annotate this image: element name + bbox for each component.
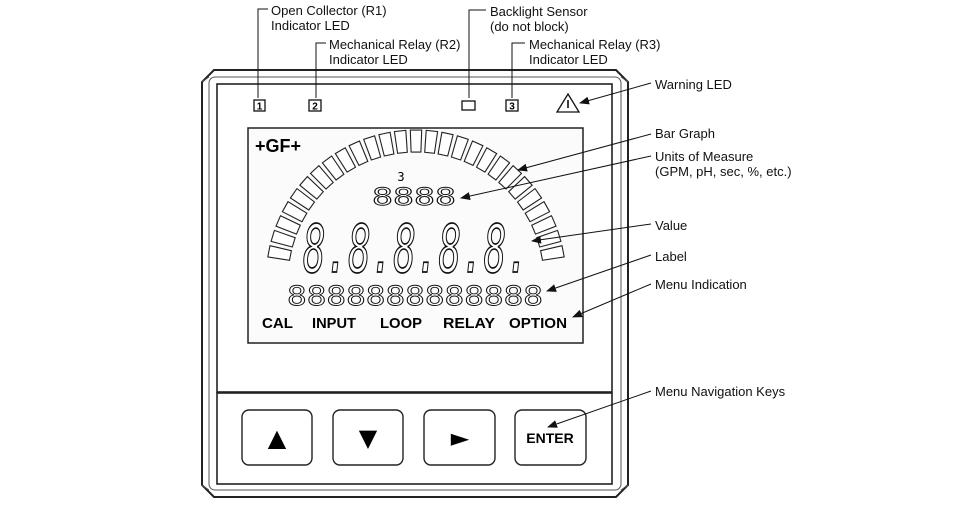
callout-bar-graph: Bar Graph bbox=[655, 126, 715, 141]
enter-label: ENTER bbox=[526, 430, 573, 446]
callout-warning-line1: Warning LED bbox=[655, 77, 732, 92]
bar-graph bbox=[267, 129, 565, 261]
bar-graph-segment bbox=[475, 147, 498, 173]
callout-relay-r3-line2: Indicator LED bbox=[529, 52, 608, 67]
bar-graph-segment bbox=[309, 164, 334, 190]
leader-backlight bbox=[468, 9, 486, 98]
units-digits: 8888 bbox=[372, 183, 456, 211]
callout-units-line1: Units of Measure bbox=[655, 149, 754, 164]
leader-warning bbox=[579, 82, 652, 105]
callout-open-collector: Open Collector (R1) Indicator LED bbox=[271, 3, 387, 33]
enter-key[interactable] bbox=[514, 409, 587, 466]
units-superscript: 3 bbox=[397, 170, 404, 184]
menu-relay: RELAY bbox=[443, 315, 495, 332]
bar-graph-segment bbox=[507, 175, 533, 200]
bar-graph-segment bbox=[270, 229, 296, 248]
leader-relay-r3 bbox=[511, 42, 525, 98]
callout-menu-keys-line1: Menu Navigation Keys bbox=[655, 384, 786, 399]
menu-loop: LOOP bbox=[380, 315, 422, 332]
up-arrow-icon: ▲ bbox=[268, 424, 287, 452]
right-key[interactable] bbox=[423, 409, 496, 466]
callout-menu-indication-line1: Menu Indication bbox=[655, 277, 747, 292]
menu-input: INPUT bbox=[312, 315, 356, 332]
leader-relay-r2 bbox=[315, 42, 326, 98]
label-digits: 8888888888888 bbox=[287, 281, 543, 312]
callout-value-line1: Value bbox=[655, 218, 688, 233]
warning-led-icon bbox=[555, 92, 581, 113]
callout-relay-r2-line1: Mechanical Relay (R2) bbox=[329, 37, 461, 52]
bar-graph-segment bbox=[334, 147, 357, 173]
menu-option: OPTION bbox=[509, 315, 567, 332]
bar-graph-segment bbox=[437, 131, 454, 157]
bar-graph-segment bbox=[393, 129, 408, 154]
bar-graph-segment bbox=[498, 164, 523, 190]
callout-warning: Warning LED bbox=[655, 77, 732, 92]
leader-lines bbox=[257, 8, 652, 428]
bar-graph-segment bbox=[487, 155, 511, 181]
led-r2-label: 2 bbox=[312, 102, 318, 113]
callout-backlight-line1: Backlight Sensor bbox=[490, 4, 588, 19]
callout-backlight: Backlight Sensor (do not block) bbox=[490, 4, 588, 34]
leader-open-collector bbox=[257, 8, 268, 98]
callout-menu-indication: Menu Indication bbox=[655, 277, 747, 292]
menu-cal: CAL bbox=[262, 315, 293, 332]
value-digits: 8.8.8.8.8. bbox=[303, 211, 529, 288]
callout-value: Value bbox=[655, 218, 687, 233]
led-r3: 3 bbox=[505, 99, 519, 113]
callout-relay-r3: Mechanical Relay (R3) Indicator LED bbox=[529, 37, 661, 67]
callout-units: Units of Measure (GPM, pH, sec, %, etc.) bbox=[655, 149, 792, 179]
leader-units bbox=[460, 155, 652, 200]
bar-graph-segment bbox=[362, 135, 382, 161]
bar-graph-segment bbox=[378, 131, 395, 157]
callout-relay-r2: Mechanical Relay (R2) Indicator LED bbox=[329, 37, 461, 67]
callout-units-line2: (GPM, pH, sec, %, etc.) bbox=[655, 164, 792, 179]
callout-relay-r2-line2: Indicator LED bbox=[329, 52, 408, 67]
led-r3-label: 3 bbox=[509, 102, 515, 113]
callout-backlight-line2: (do not block) bbox=[490, 19, 569, 34]
right-arrow-icon: ► bbox=[451, 424, 470, 452]
bar-graph-segment bbox=[463, 140, 484, 167]
callout-label: Label bbox=[655, 249, 687, 264]
down-key[interactable] bbox=[332, 409, 404, 466]
bar-graph-segment bbox=[289, 187, 316, 211]
bar-graph-segment bbox=[281, 200, 308, 223]
callout-relay-r3-line1: Mechanical Relay (R3) bbox=[529, 37, 661, 52]
callout-label-line1: Label bbox=[655, 249, 687, 264]
leader-menu-keys bbox=[547, 390, 652, 428]
bar-graph-segment bbox=[450, 135, 470, 161]
led-r2: 2 bbox=[308, 99, 322, 113]
callout-bar-graph-line1: Bar Graph bbox=[655, 126, 715, 141]
callout-open-collector-line1: Open Collector (R1) bbox=[271, 3, 387, 18]
menu-indication: CAL INPUT LOOP RELAY OPTION bbox=[262, 315, 567, 332]
bar-graph-segment bbox=[539, 245, 565, 261]
bar-graph-segment bbox=[299, 175, 325, 200]
led-r1-label: 1 bbox=[257, 102, 263, 113]
bar-graph-segment bbox=[530, 214, 557, 235]
leader-value bbox=[531, 223, 652, 244]
bar-graph-segment bbox=[516, 187, 543, 211]
leader-label bbox=[546, 254, 652, 292]
bar-graph-segment bbox=[524, 200, 551, 223]
bar-graph-segment bbox=[321, 155, 345, 181]
bar-graph-segment bbox=[424, 129, 439, 154]
bar-graph-segment bbox=[409, 129, 423, 153]
down-arrow-icon: ▼ bbox=[359, 424, 378, 452]
lcd-logo: +GF+ bbox=[255, 136, 301, 156]
backlight-sensor bbox=[461, 100, 476, 111]
device-housing bbox=[201, 69, 629, 498]
bar-graph-segment bbox=[348, 140, 369, 167]
leader-menu-indication bbox=[572, 283, 652, 318]
up-key[interactable] bbox=[241, 409, 313, 466]
callout-open-collector-line2: Indicator LED bbox=[271, 18, 350, 33]
callout-menu-keys: Menu Navigation Keys bbox=[655, 384, 785, 399]
bar-graph-segment bbox=[275, 214, 302, 235]
led-r1: 1 bbox=[253, 99, 266, 113]
leader-bar-graph bbox=[517, 133, 652, 172]
bar-graph-segment bbox=[267, 245, 293, 261]
